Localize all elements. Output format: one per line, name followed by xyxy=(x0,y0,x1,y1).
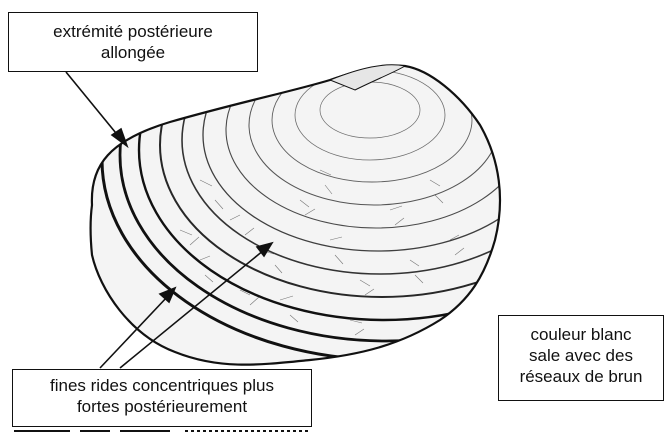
color-label-line3: réseaux de brun xyxy=(499,366,663,387)
posterior-extremity-label: extrémité postérieure allongée xyxy=(8,12,258,72)
ridges-label-line1: fines rides concentriques plus xyxy=(13,375,311,396)
ridges-label-line2: fortes postérieurement xyxy=(13,396,311,417)
color-label-line1: couleur blanc xyxy=(499,324,663,345)
posterior-label-line1: extrémité postérieure xyxy=(9,21,257,42)
posterior-label-line2: allongée xyxy=(9,42,257,63)
ridges-label: fines rides concentriques plus fortes po… xyxy=(12,369,312,427)
color-label-line2: sale avec des xyxy=(499,345,663,366)
color-label: couleur blanc sale avec des réseaux de b… xyxy=(498,315,664,401)
